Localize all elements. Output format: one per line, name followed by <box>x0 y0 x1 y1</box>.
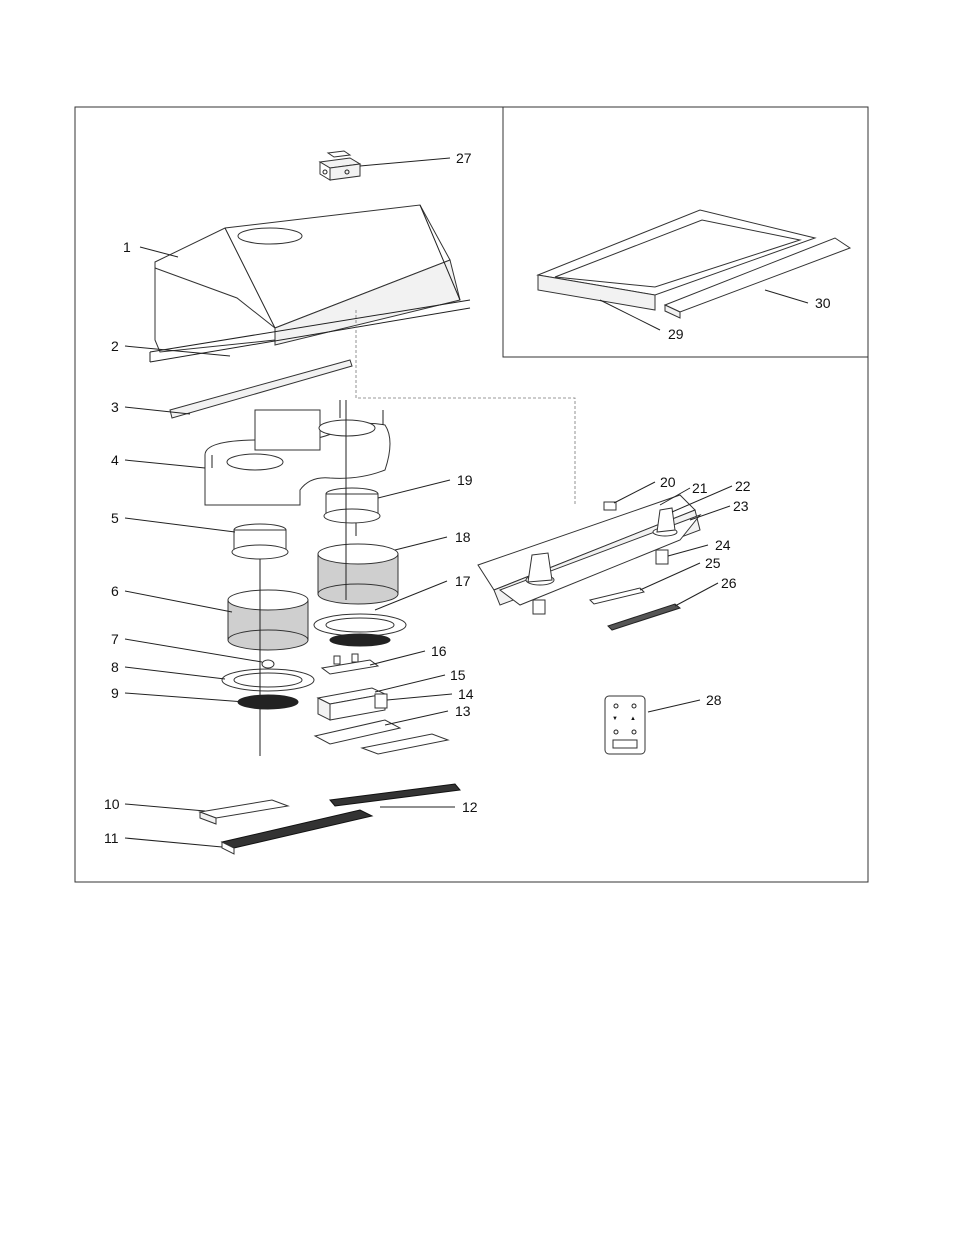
callout-16: 16 <box>431 643 447 659</box>
inlet-ring-part-8 <box>221 668 315 692</box>
motor-part-19 <box>323 487 381 536</box>
callout-27: 27 <box>456 150 472 166</box>
callout-6: 6 <box>111 583 119 599</box>
callout-26: 26 <box>721 575 737 591</box>
grease-filter-part-11 <box>220 809 374 855</box>
callout-2: 2 <box>111 338 119 354</box>
lamp-holder-part-24 <box>532 549 669 615</box>
callout-18: 18 <box>455 529 471 545</box>
callout-30: 30 <box>815 295 831 311</box>
light-lens-part-10 <box>198 799 290 825</box>
inset-frame <box>502 106 869 358</box>
callout-labels: 1 2 3 4 5 6 7 8 9 10 11 12 13 14 15 16 1… <box>104 150 831 846</box>
callout-17: 17 <box>455 573 471 589</box>
callout-4: 4 <box>111 452 119 468</box>
lens-part-26 <box>607 603 682 631</box>
trim-strip-part <box>169 359 353 419</box>
control-board-part-16 <box>320 653 380 675</box>
cover-plate-part-13 <box>313 719 402 745</box>
callout-15: 15 <box>450 667 466 683</box>
nut-part-7 <box>261 659 275 669</box>
blower-wheel-part-18 <box>317 543 399 605</box>
front-panel-part <box>477 494 702 606</box>
grease-filter-part-12 <box>329 783 461 807</box>
transformer-box-part-15 <box>316 687 387 721</box>
callout-1: 1 <box>123 239 131 255</box>
leader-lines <box>124 157 809 848</box>
svg-text:▼: ▼ <box>612 716 618 722</box>
motor-part-5 <box>231 523 289 572</box>
callout-23: 23 <box>733 498 749 514</box>
bracket-part-25 <box>589 587 645 605</box>
callout-5: 5 <box>111 510 119 526</box>
blower-wheel-part-6 <box>227 589 309 651</box>
callout-14: 14 <box>458 686 474 702</box>
light-lens-part-13b <box>360 733 450 755</box>
connector-part-14 <box>374 693 388 709</box>
junction-box-part <box>318 150 362 181</box>
svg-text:▲: ▲ <box>630 716 636 722</box>
diagram-frame <box>74 106 869 883</box>
callout-28: 28 <box>706 692 722 708</box>
callout-13: 13 <box>455 703 471 719</box>
blower-housing-part <box>204 400 391 506</box>
callout-11: 11 <box>104 830 119 846</box>
callout-20: 20 <box>660 474 676 490</box>
callout-8: 8 <box>111 659 119 675</box>
rocker-switch-part-20 <box>603 501 617 511</box>
callout-12: 12 <box>462 799 478 815</box>
callout-25: 25 <box>705 555 721 571</box>
hood-housing-part <box>149 204 471 363</box>
chimney-adapter-part-29 <box>536 209 817 311</box>
trim-part-30 <box>663 237 852 319</box>
callout-22: 22 <box>735 478 751 494</box>
callout-9: 9 <box>111 685 119 701</box>
callout-7: 7 <box>111 631 119 647</box>
callout-29: 29 <box>668 326 684 342</box>
callout-24: 24 <box>715 537 731 553</box>
callout-19: 19 <box>457 472 473 488</box>
inlet-ring-part-17 <box>313 613 407 647</box>
inlet-grille-part-9 <box>237 694 299 710</box>
callout-21: 21 <box>692 480 708 496</box>
callout-10: 10 <box>104 796 120 812</box>
callout-3: 3 <box>111 399 119 415</box>
control-panel-part-28: ▼ ▲ <box>604 695 646 755</box>
